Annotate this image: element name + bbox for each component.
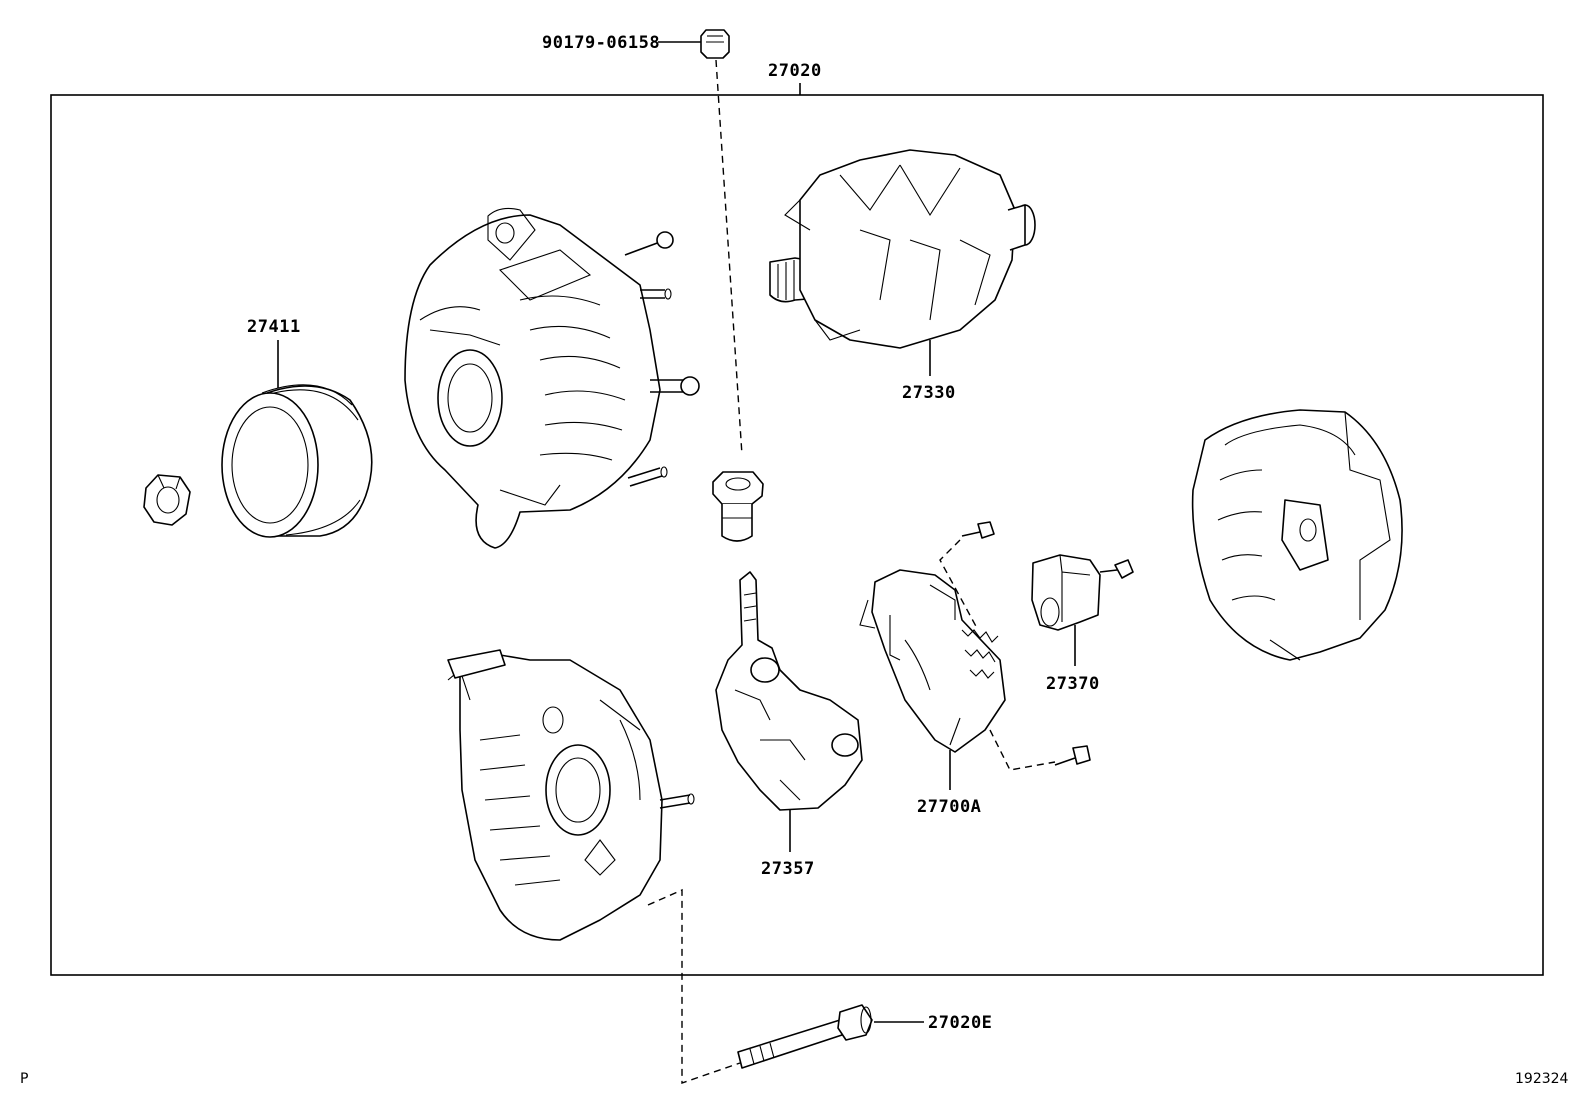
through-bolt-part[interactable] <box>737 1004 873 1069</box>
brush-holder-part[interactable] <box>1031 554 1134 631</box>
pulley-part[interactable] <box>221 384 373 538</box>
assembly-boundary-box <box>50 94 1544 976</box>
rectifier-end-frame-part[interactable] <box>447 649 695 941</box>
corner-mark-left: P <box>20 1071 28 1087</box>
hex-nut-part[interactable] <box>143 474 191 526</box>
label-27370[interactable]: 27370 <box>1046 674 1100 694</box>
label-27020[interactable]: 27020 <box>768 61 822 81</box>
figure-number: 192324 <box>1515 1071 1569 1087</box>
label-27330[interactable]: 27330 <box>902 383 956 403</box>
nut-dashed-axis <box>715 59 743 456</box>
rectifier-part[interactable] <box>715 571 863 811</box>
regulator-dashed-guide-lower <box>989 729 1056 771</box>
screw-lower-part[interactable] <box>1054 745 1091 766</box>
terminal-insulator-part[interactable] <box>712 471 764 542</box>
regulator-part[interactable] <box>859 569 1006 753</box>
screw-upper-part[interactable] <box>961 521 995 539</box>
rear-end-cover-part[interactable] <box>1191 409 1403 661</box>
label-27700A[interactable]: 27700A <box>917 797 981 817</box>
label-27411[interactable]: 27411 <box>247 317 301 337</box>
label-90179-06158[interactable]: 90179-06158 <box>542 33 660 53</box>
label-27020E[interactable]: 27020E <box>928 1013 992 1033</box>
through-bolt-dashed-guide <box>647 888 741 1084</box>
label-27357[interactable]: 27357 <box>761 859 815 879</box>
rotor-part[interactable] <box>769 149 1036 349</box>
regulator-dashed-guide <box>939 539 979 631</box>
drive-end-frame-part[interactable] <box>404 207 700 549</box>
cap-nut-part[interactable] <box>700 29 730 59</box>
